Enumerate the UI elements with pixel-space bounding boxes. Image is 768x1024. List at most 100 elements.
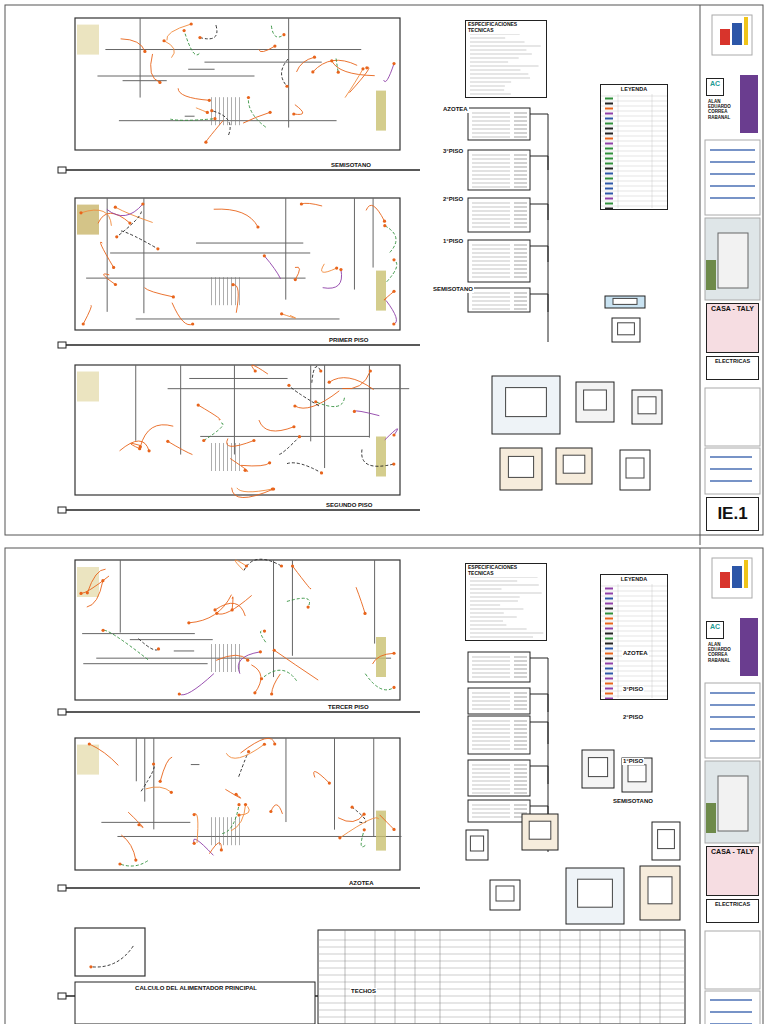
legend-row: [600, 171, 668, 172]
legend-symbol: [605, 128, 613, 130]
legend-symbol: [605, 673, 613, 675]
calculation-table: [318, 930, 685, 1024]
discipline-box: ELECTRICAS: [706, 356, 759, 380]
board-level: 2°PISO: [622, 714, 644, 721]
spec-line: [470, 621, 503, 622]
node-text: ELECTRICAS: [709, 901, 756, 907]
legend-row: [600, 131, 668, 132]
detail-inner: [496, 886, 514, 901]
spec-box: ESPECIFICACIONES TECNICAS: [465, 563, 547, 641]
level-line: [60, 711, 420, 713]
floor-plan: [75, 18, 400, 150]
legend-row: [600, 111, 668, 112]
floor-name: PRIMER PISO: [328, 337, 369, 344]
legend-symbol: [605, 678, 613, 680]
spec-line: [470, 601, 518, 602]
level-marker: [58, 507, 66, 513]
level-marker: [58, 993, 66, 999]
level-marker: [58, 885, 66, 891]
legend-row: [600, 101, 668, 102]
legend-row: [600, 96, 668, 97]
detail-drawing: [490, 880, 520, 910]
detail-drawing: [582, 750, 614, 788]
spec-line: [470, 605, 500, 606]
legend-row: [600, 666, 668, 667]
spec-line: [470, 593, 542, 594]
author-box: ALAN EDUARDO CORREA RABANAL: [706, 641, 742, 673]
detail-inner: [626, 458, 644, 478]
spec-line: [470, 62, 508, 63]
floor-name: SEGUNDO PISO: [325, 502, 373, 509]
legend-row: [600, 191, 668, 192]
legend-row: [600, 611, 668, 612]
detail-drawing: [620, 450, 650, 490]
level-line: [60, 169, 420, 171]
legend-row: [600, 116, 668, 117]
title-block-border: [700, 548, 701, 1024]
sheet-number-box: IE.1: [706, 497, 759, 531]
node-text: LEYENDA: [603, 86, 665, 92]
spec-line: [470, 90, 504, 91]
board-level: AZOTEA: [622, 650, 649, 657]
floor-name: SEMISOTANO: [330, 162, 372, 169]
floor-name: TERCER PISO: [327, 704, 370, 711]
board-level: 3°PISO: [442, 148, 464, 155]
legend-row: [600, 646, 668, 647]
project-box: CASA - TALY: [706, 303, 759, 353]
detail-drawing: [576, 382, 614, 422]
level-marker: [58, 342, 66, 348]
legend-row: [600, 181, 668, 182]
legend-row: [600, 196, 668, 197]
title-block: [705, 15, 760, 494]
legend-symbol: [605, 148, 613, 150]
board-diagram: [468, 240, 548, 312]
detail-drawing: [522, 814, 558, 850]
detail-inner: [588, 758, 607, 777]
floor-name: AZOTEA: [348, 880, 375, 887]
legend-symbol: [605, 183, 613, 185]
node-text: LEYENDA: [603, 576, 665, 582]
legend-symbol: [605, 598, 613, 600]
spec-line: [470, 94, 511, 95]
legend-row: [600, 151, 668, 152]
legend-row: [600, 586, 668, 587]
legend-row: [600, 636, 668, 637]
legend-symbol: [605, 158, 613, 160]
author-box: ALAN EDUARDO CORREA RABANAL: [706, 98, 742, 130]
calc-title: CALCULO DEL ALIMENTADOR PRINCIPAL: [78, 984, 314, 996]
spec-line: [470, 82, 511, 83]
legend-symbol: [605, 658, 613, 660]
legend-symbol: [605, 618, 613, 620]
detail-inner: [658, 830, 675, 849]
spec-line: [470, 581, 517, 582]
legend-row: [600, 156, 668, 157]
legend-symbol: [605, 633, 613, 635]
legend-symbol: [605, 668, 613, 670]
node-text: ALAN EDUARDO CORREA RABANAL: [708, 642, 740, 663]
legend-symbol: [605, 663, 613, 665]
legend-symbol: [605, 603, 613, 605]
node-text: ESPECIFICACIONES TECNICAS: [468, 565, 544, 577]
legend-symbol: [605, 98, 613, 100]
legend-row: [600, 641, 668, 642]
legend-symbol: [605, 593, 613, 595]
legend-symbol: [605, 653, 613, 655]
detail-inner: [648, 877, 672, 904]
legend-row: [600, 596, 668, 597]
level-line: [60, 887, 420, 889]
detail-drawing: [605, 296, 645, 308]
detail-inner: [628, 765, 646, 782]
spec-line: [470, 633, 543, 634]
project-box: CASA - TALY: [706, 846, 759, 896]
detail-inner: [584, 390, 607, 410]
calc-box: [75, 982, 315, 1024]
title-block-border: [700, 5, 701, 545]
level-marker: [58, 709, 66, 715]
board-level: 1°PISO: [442, 238, 464, 245]
legend-symbol: [605, 693, 613, 695]
legend-symbol: [605, 153, 613, 155]
legend-symbol: [605, 608, 613, 610]
spec-line: [470, 609, 523, 610]
node-text: ELECTRICAS: [709, 358, 756, 364]
